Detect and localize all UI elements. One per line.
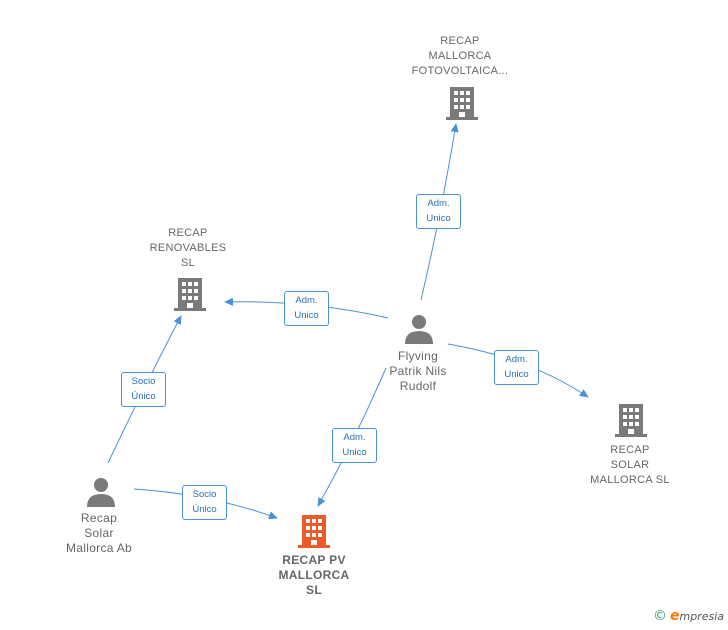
label-line: MALLORCA — [278, 568, 350, 582]
node-label-fotovoltaica[interactable]: RECAP MALLORCA FOTOVOLTAICA... — [400, 34, 520, 79]
label-line: Mallorca Ab — [66, 541, 132, 555]
label-line: RECAP PV — [282, 553, 346, 567]
edge-label-line: Socio — [192, 489, 217, 500]
label-line: Patrik Nils — [389, 364, 447, 378]
edge-label-line: Unico — [504, 369, 529, 380]
edge-label-to-renovables: Adm. Unico — [284, 291, 329, 326]
edge-label-line: Socio — [131, 376, 156, 387]
label-line: RECAP — [610, 444, 650, 456]
label-line: Recap — [80, 511, 118, 525]
node-label-solar-sl[interactable]: RECAP SOLAR MALLORCA SL — [572, 443, 688, 488]
label-line: SL — [180, 257, 196, 269]
brand-name: mpresia — [679, 610, 724, 623]
label-line: MALLORCA — [428, 50, 492, 62]
edge-label-line: Único — [192, 504, 217, 515]
edge-label-line: Adm. — [343, 432, 366, 443]
node-label-flyving[interactable]: Flyving Patrik Nils Rudolf — [366, 349, 470, 394]
label-line: FOTOVOLTAICA... — [411, 65, 509, 77]
label-line: SOLAR — [610, 459, 650, 471]
node-label-solar-ab[interactable]: Recap Solar Mallorca Ab — [44, 511, 154, 556]
brand-logo-letter: e — [669, 608, 680, 624]
edge-label-line: Unico — [294, 310, 319, 321]
edge-label-to-solar-sl: Adm. Unico — [494, 350, 539, 385]
building-icon[interactable] — [615, 402, 647, 438]
edge-label-line: Único — [131, 391, 156, 402]
label-line: Flyving — [397, 349, 439, 363]
label-line: RECAP — [440, 35, 480, 47]
brand-watermark: ©empresia — [653, 608, 724, 624]
building-icon[interactable] — [174, 276, 206, 312]
person-icon[interactable] — [404, 313, 434, 345]
edge-label-line: Unico — [426, 213, 451, 224]
label-line: Rudolf — [399, 379, 437, 393]
edge-label-ab-to-renovables: Socio Único — [121, 372, 166, 407]
person-icon[interactable] — [86, 476, 116, 508]
edge-label-line: Unico — [342, 447, 367, 458]
building-main-icon[interactable] — [298, 513, 330, 549]
edge-label-line: Adm. — [295, 295, 318, 306]
label-line: MALLORCA SL — [590, 474, 670, 486]
edge-label-ab-to-pv: Socio Único — [182, 485, 227, 520]
label-line: RECAP — [168, 227, 208, 239]
node-label-renovables[interactable]: RECAP RENOVABLES SL — [130, 226, 246, 271]
label-line: Solar — [84, 526, 114, 540]
edge-label-line: Adm. — [427, 198, 450, 209]
edge-label-line: Adm. — [505, 354, 528, 365]
edge-label-to-fotovoltaica: Adm. Unico — [416, 194, 461, 229]
building-icon[interactable] — [446, 85, 478, 121]
edge-label-to-pv: Adm. Unico — [332, 428, 377, 463]
label-line: RENOVABLES — [149, 242, 227, 254]
label-line: SL — [306, 583, 322, 597]
node-label-pv[interactable]: RECAP PV MALLORCA SL — [254, 553, 374, 598]
copyright-icon: © — [652, 608, 667, 624]
